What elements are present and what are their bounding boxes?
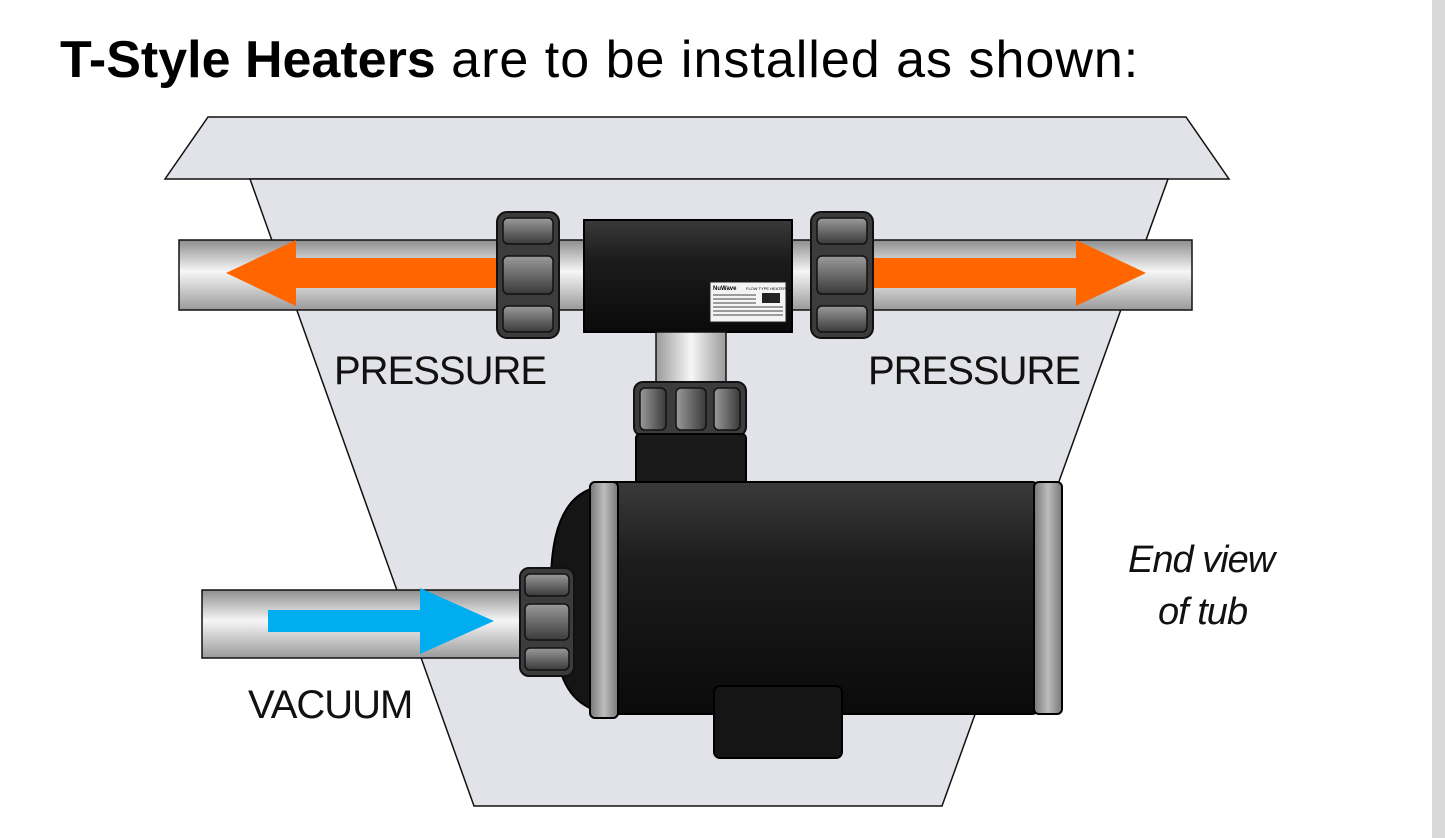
vacuum-label: VACUUM: [248, 683, 412, 727]
union-nut-right: [810, 211, 874, 339]
vacuum-arrow: [268, 588, 494, 654]
tub-rim: [163, 116, 1231, 180]
pressure-arrow-left: [226, 240, 500, 306]
plate-model: FLOW TYPE HEATER: [746, 286, 786, 291]
union-nut-left: [496, 211, 560, 339]
title-bold: T-Style Heaters: [60, 31, 436, 89]
pressure-arrow-right: [870, 240, 1146, 306]
end-view-label-line2: of tub: [1158, 591, 1247, 633]
pressure-label-right: PRESSURE: [868, 349, 1080, 393]
t-style-heater: NuWave FLOW TYPE HEATER: [583, 219, 793, 333]
heater-rating-plate: NuWave FLOW TYPE HEATER: [709, 281, 787, 323]
union-nut-inlet: [519, 567, 575, 677]
plate-brand: NuWave: [713, 286, 737, 292]
page-title: T-Style Heaters are to be installed as s…: [60, 30, 1139, 90]
end-view-label-line1: End view: [1128, 539, 1278, 581]
title-rest: are to be installed as shown:: [435, 31, 1140, 89]
connector-pipe: [655, 331, 727, 385]
window-edge: [1432, 0, 1445, 838]
union-nut-vertical: [633, 381, 747, 437]
pressure-label-left: PRESSURE: [334, 349, 546, 393]
